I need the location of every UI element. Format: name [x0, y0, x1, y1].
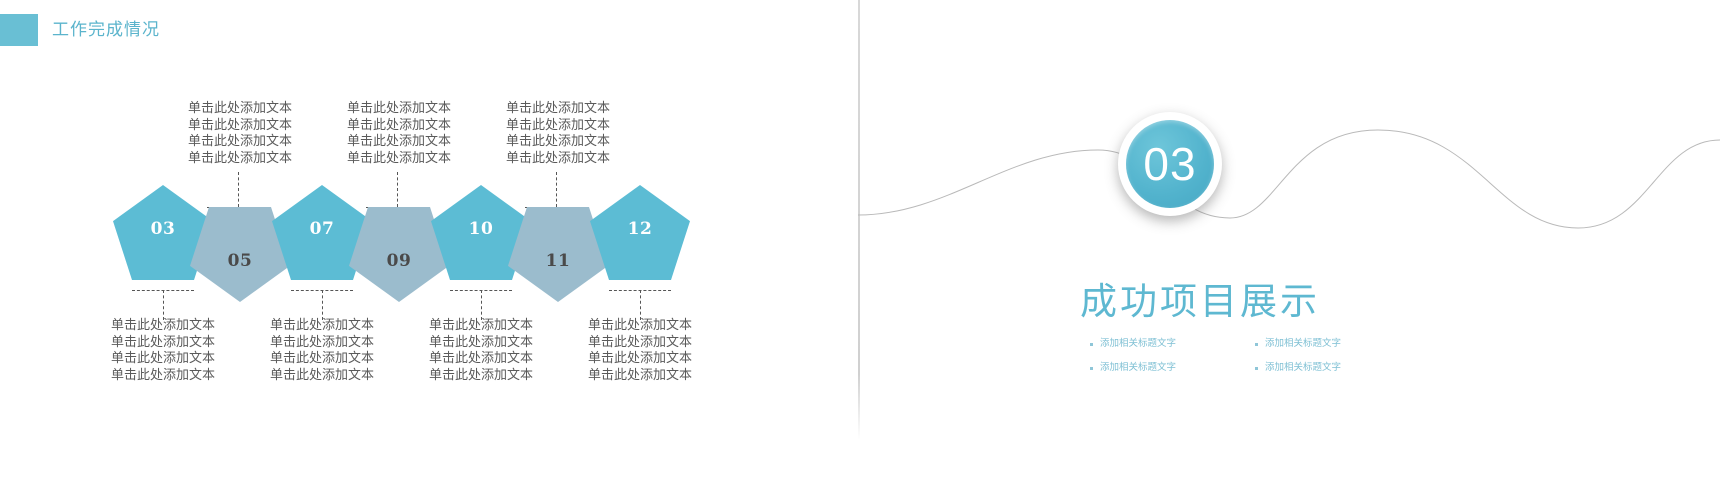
section-number-badge: 03: [1118, 112, 1222, 216]
text-line: 单击此处添加文本: [188, 150, 293, 166]
pentagon-09[interactable]: 09: [349, 207, 449, 302]
text-line: 单击此处添加文本: [188, 134, 293, 149]
bullet-item-4: 添加相关标题文字: [1255, 362, 1420, 374]
decorative-wave-line: [858, 129, 1720, 229]
pentagon-number: 12: [627, 218, 653, 239]
text-line: 单击此处添加文本: [506, 101, 611, 116]
bullet-dot-icon: [1090, 342, 1093, 346]
connector-line-top-3: [556, 172, 557, 207]
text-line: 单击此处添加文本: [188, 117, 293, 133]
connector-line-bottom-3: [481, 290, 482, 320]
text-line: 单击此处添加文本: [347, 101, 452, 116]
text-line: 单击此处添加文本: [111, 318, 216, 333]
text-line: 单击此处添加文本: [270, 367, 375, 383]
text-line: 单击此处添加文本: [588, 318, 693, 333]
text-line: 单击此处添加文本: [588, 351, 693, 366]
connector-line-bottom-2: [322, 290, 323, 320]
page-title: 工作完成情况: [52, 20, 160, 40]
connector-line-top-2: [397, 172, 398, 207]
connector-line-bottom-1: [163, 290, 164, 320]
bullet-list: 添加相关标题文字 添加相关标题文字 添加相关标题文字 添加相关标题文字: [1090, 338, 1420, 386]
left-panel: 单击此处添加文本 单击此处添加文本 单击此处添加文本 单击此处添加文本 单击此处…: [0, 0, 858, 490]
pentagon-number: 09: [386, 250, 412, 271]
text-line: 单击此处添加文本: [111, 367, 216, 383]
badge-number: 03: [1143, 138, 1197, 190]
text-line: 单击此处添加文本: [429, 318, 534, 333]
text-line: 单击此处添加文本: [347, 150, 452, 166]
bullet-label: 添加相关标题文字: [1100, 362, 1177, 373]
pentagon-12[interactable]: 12: [590, 185, 690, 280]
text-line: 单击此处添加文本: [270, 334, 375, 350]
bullet-label: 添加相关标题文字: [1100, 338, 1177, 349]
bullet-dot-icon: [1090, 366, 1093, 370]
pentagon-number: 03: [150, 218, 176, 239]
bullet-dot-icon: [1255, 366, 1258, 370]
text-line: 单击此处添加文本: [270, 318, 375, 333]
text-line: 单击此处添加文本: [347, 134, 452, 149]
text-line: 单击此处添加文本: [588, 334, 693, 350]
text-line: 单击此处添加文本: [347, 117, 452, 133]
right-panel: 03 成功项目展示 添加相关标题文字 添加相关标题文字 添加相关标题文字 添加相…: [858, 0, 1720, 490]
bullet-label: 添加相关标题文字: [1265, 362, 1342, 373]
text-line: 单击此处添加文本: [111, 334, 216, 350]
bullet-item-3: 添加相关标题文字: [1090, 362, 1255, 374]
badge-inner-disc: 03: [1126, 120, 1214, 208]
text-line: 单击此处添加文本: [506, 150, 611, 166]
text-line: 单击此处添加文本: [588, 367, 693, 383]
top-text-block-1: 单击此处添加文本 单击此处添加文本 单击此处添加文本 单击此处添加文本: [188, 101, 292, 167]
top-text-block-3: 单击此处添加文本 单击此处添加文本 单击此处添加文本 单击此处添加文本: [506, 101, 610, 167]
text-line: 单击此处添加文本: [429, 334, 534, 350]
bullet-item-2: 添加相关标题文字: [1255, 338, 1420, 350]
pentagon-number: 11: [545, 250, 571, 271]
bullet-item-1: 添加相关标题文字: [1090, 338, 1255, 350]
bottom-text-block-2: 单击此处添加文本 单击此处添加文本 单击此处添加文本 单击此处添加文本: [270, 318, 374, 384]
pentagon-number: 05: [227, 250, 253, 271]
bottom-text-block-3: 单击此处添加文本 单击此处添加文本 单击此处添加文本 单击此处添加文本: [429, 318, 533, 384]
text-line: 单击此处添加文本: [429, 367, 534, 383]
section-title: 成功项目展示: [1080, 280, 1320, 323]
connector-line-bottom-4: [640, 290, 641, 320]
text-line: 单击此处添加文本: [429, 351, 534, 366]
pentagon-number: 07: [309, 218, 335, 239]
bullet-dot-icon: [1255, 342, 1258, 346]
text-line: 单击此处添加文本: [111, 351, 216, 366]
panel-divider: [858, 0, 860, 440]
bottom-text-block-4: 单击此处添加文本 单击此处添加文本 单击此处添加文本 单击此处添加文本: [588, 318, 692, 384]
pentagon-shape: 12: [590, 185, 690, 280]
text-line: 单击此处添加文本: [270, 351, 375, 366]
text-line: 单击此处添加文本: [506, 134, 611, 149]
connector-line-top-1: [238, 172, 239, 207]
header-accent-block: [0, 14, 38, 46]
bottom-text-block-1: 单击此处添加文本 单击此处添加文本 单击此处添加文本 单击此处添加文本: [111, 318, 215, 384]
text-line: 单击此处添加文本: [188, 101, 293, 116]
bullet-label: 添加相关标题文字: [1265, 338, 1342, 349]
top-text-block-2: 单击此处添加文本 单击此处添加文本 单击此处添加文本 单击此处添加文本: [347, 101, 451, 167]
pentagon-number: 10: [468, 218, 494, 239]
text-line: 单击此处添加文本: [506, 117, 611, 133]
